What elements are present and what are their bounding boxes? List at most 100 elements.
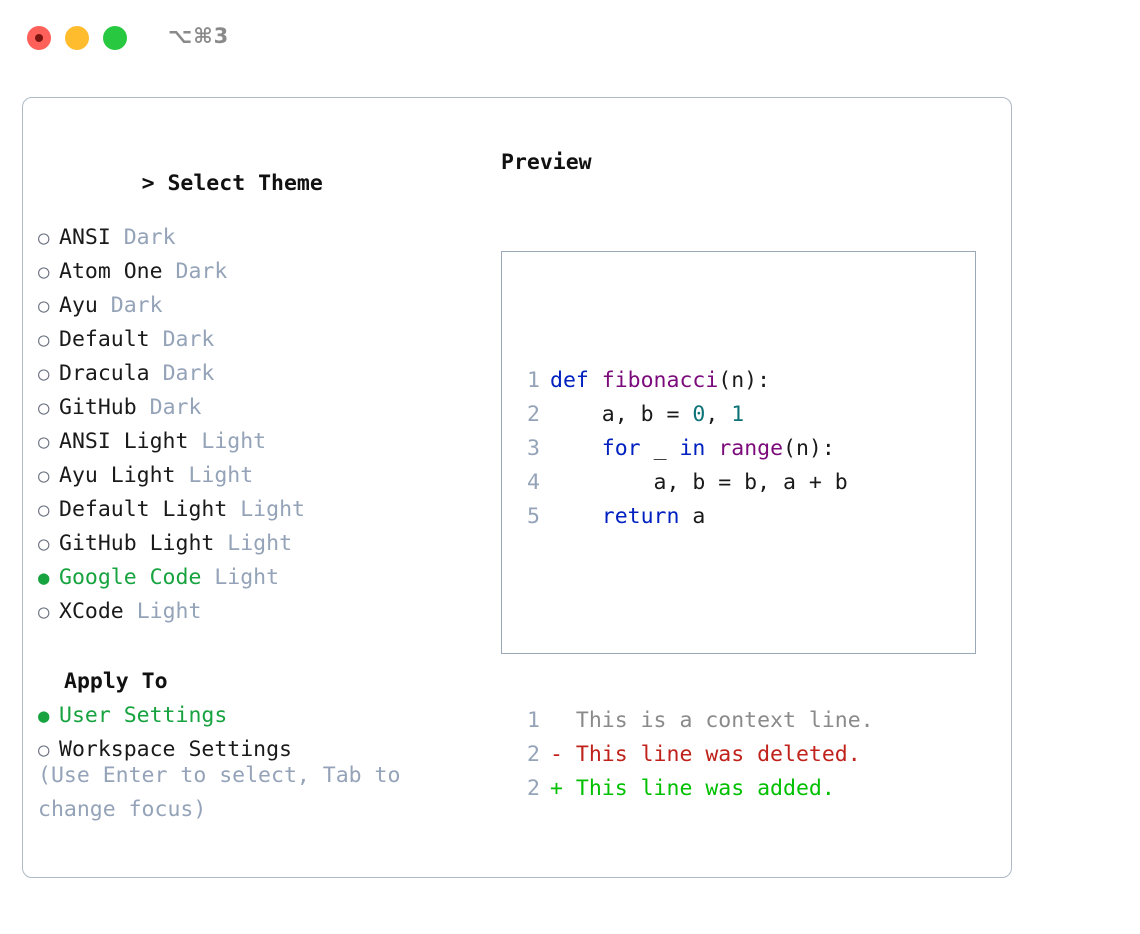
code-line: 3 for _ in range(n): [516, 432, 874, 466]
line-number: 2 [527, 402, 540, 427]
line-number: 1 [527, 368, 540, 393]
radio-unselected-icon: ○ [38, 431, 50, 453]
apply-to-label: User Settings [59, 703, 228, 728]
code-token-txt [550, 436, 602, 461]
diff-line-add: 2 + This line was added. [516, 772, 874, 806]
radio-unselected-icon: ○ [38, 533, 50, 555]
code-line: 5 return a [516, 500, 874, 534]
radio-unselected-icon: ○ [38, 295, 50, 317]
theme-variant-badge: Light [214, 565, 280, 590]
section-spacer [38, 629, 468, 665]
radio-unselected-icon: ○ [38, 261, 50, 283]
theme-picker-heading: > Select Theme [38, 146, 468, 221]
theme-list-item[interactable]: ○ANSI Dark [38, 221, 468, 255]
theme-list-item[interactable]: ● Google Code Light [38, 561, 468, 595]
theme-name: Google Code [59, 565, 202, 590]
code-token-kw: in [679, 436, 706, 461]
diff-line-ctx: 1 This is a context line. [516, 704, 874, 738]
diff-lines: 1 This is a context line. 2 - This line wa… [516, 704, 874, 806]
code-token-txt [705, 436, 718, 461]
theme-name: Ayu Light [59, 463, 176, 488]
code-line: 2 a, b = 0, 1 [516, 398, 874, 432]
apply-to-label: Workspace Settings [59, 737, 292, 762]
theme-variant-badge: Dark [175, 259, 228, 284]
code-token-txt: a [679, 504, 706, 529]
theme-picker-heading-label: Select Theme [167, 171, 323, 196]
preview-title: Preview [501, 150, 592, 175]
code-token-kw: for [601, 436, 641, 461]
minimize-button[interactable] [65, 26, 89, 50]
theme-name: GitHub Light [59, 531, 215, 556]
theme-name: GitHub [59, 395, 137, 420]
line-number: 3 [527, 436, 540, 461]
code-token-num: 0 [692, 402, 706, 427]
theme-list-item[interactable]: ○ XCode Light [38, 595, 468, 629]
keyboard-hint: (Use Enter to select, Tab to change focu… [38, 763, 414, 822]
close-button[interactable] [27, 26, 51, 50]
theme-list-item[interactable]: ○ Atom One Dark [38, 255, 468, 289]
radio-unselected-icon: ○ [38, 601, 50, 623]
theme-variant-badge: Light [201, 429, 267, 454]
theme-name: ANSI Light [59, 429, 189, 454]
theme-list-item[interactable]: ○GitHub Light Light [38, 527, 468, 561]
window-title: ⌥⌘3 [168, 24, 230, 48]
apply-to-item[interactable]: ○ Workspace Settings [38, 733, 468, 767]
theme-name: Atom One [59, 259, 163, 284]
theme-list-item[interactable]: ○ ANSI Light Light [38, 425, 468, 459]
diff-line-text: - This line was deleted. [550, 742, 861, 767]
line-number: 5 [527, 504, 540, 529]
radio-selected-icon: ● [38, 705, 50, 727]
title-bar: ⌥⌘3 [0, 0, 1140, 78]
code-token-txt: , [705, 402, 732, 427]
caret-indicator: > [141, 171, 155, 196]
code-token-num: 1 [731, 402, 745, 427]
theme-variant-badge: Light [136, 599, 202, 624]
code-token-txt [550, 504, 602, 529]
code-line: 4 a, b = b, a + b [516, 466, 874, 500]
line-number: 2 [527, 742, 540, 767]
content-frame: > Select Theme ○ANSI Dark○Atom One Dark○… [22, 97, 1012, 878]
diff-line-text: + This line was added. [550, 776, 835, 801]
theme-name: Default [59, 327, 150, 352]
apply-to-heading: Apply To [64, 669, 168, 694]
theme-variant-badge: Light [240, 497, 305, 522]
diff-line-del: 2 - This line was deleted. [516, 738, 874, 772]
theme-variant-badge: Dark [162, 361, 215, 386]
radio-unselected-icon: ○ [38, 739, 50, 761]
theme-name: ANSI [59, 225, 111, 250]
theme-name: Dracula [59, 361, 150, 386]
theme-name: Ayu [59, 293, 98, 318]
radio-unselected-icon: ○ [38, 329, 50, 351]
code-token-fn: fibonacci [601, 368, 719, 393]
radio-unselected-icon: ○ [38, 397, 50, 419]
radio-selected-icon: ● [38, 567, 50, 589]
code-token-kw: return [601, 504, 680, 529]
theme-variant-badge: Dark [162, 327, 215, 352]
maximize-button[interactable] [103, 26, 127, 50]
line-number: 2 [527, 776, 540, 801]
theme-picker-panel: > Select Theme ○ANSI Dark○Atom One Dark○… [38, 146, 468, 767]
theme-list-item[interactable]: ○ Default Dark [38, 323, 468, 357]
theme-name: XCode [59, 599, 124, 624]
theme-list-item[interactable]: ○ Default Light Light [38, 493, 468, 527]
theme-list-item[interactable]: ○Dracula Dark [38, 357, 468, 391]
theme-list-item[interactable]: ○ Ayu Dark [38, 289, 468, 323]
code-token-txt: (n): [718, 368, 771, 393]
theme-variant-badge: Dark [110, 293, 163, 318]
theme-list-item[interactable]: ○GitHub Dark [38, 391, 468, 425]
code-token-txt: _ [640, 436, 680, 461]
code-token-txt: a, b = b, a + b [550, 470, 848, 495]
theme-name: Default Light [59, 497, 228, 522]
radio-unselected-icon: ○ [38, 499, 50, 521]
theme-variant-badge: Dark [123, 225, 176, 250]
diff-line-text: This is a context line. [550, 708, 874, 733]
code-blank-line [516, 602, 874, 636]
apply-to-item[interactable]: ● User Settings [38, 699, 468, 733]
theme-list-item[interactable]: ○Ayu Light Light [38, 459, 468, 493]
